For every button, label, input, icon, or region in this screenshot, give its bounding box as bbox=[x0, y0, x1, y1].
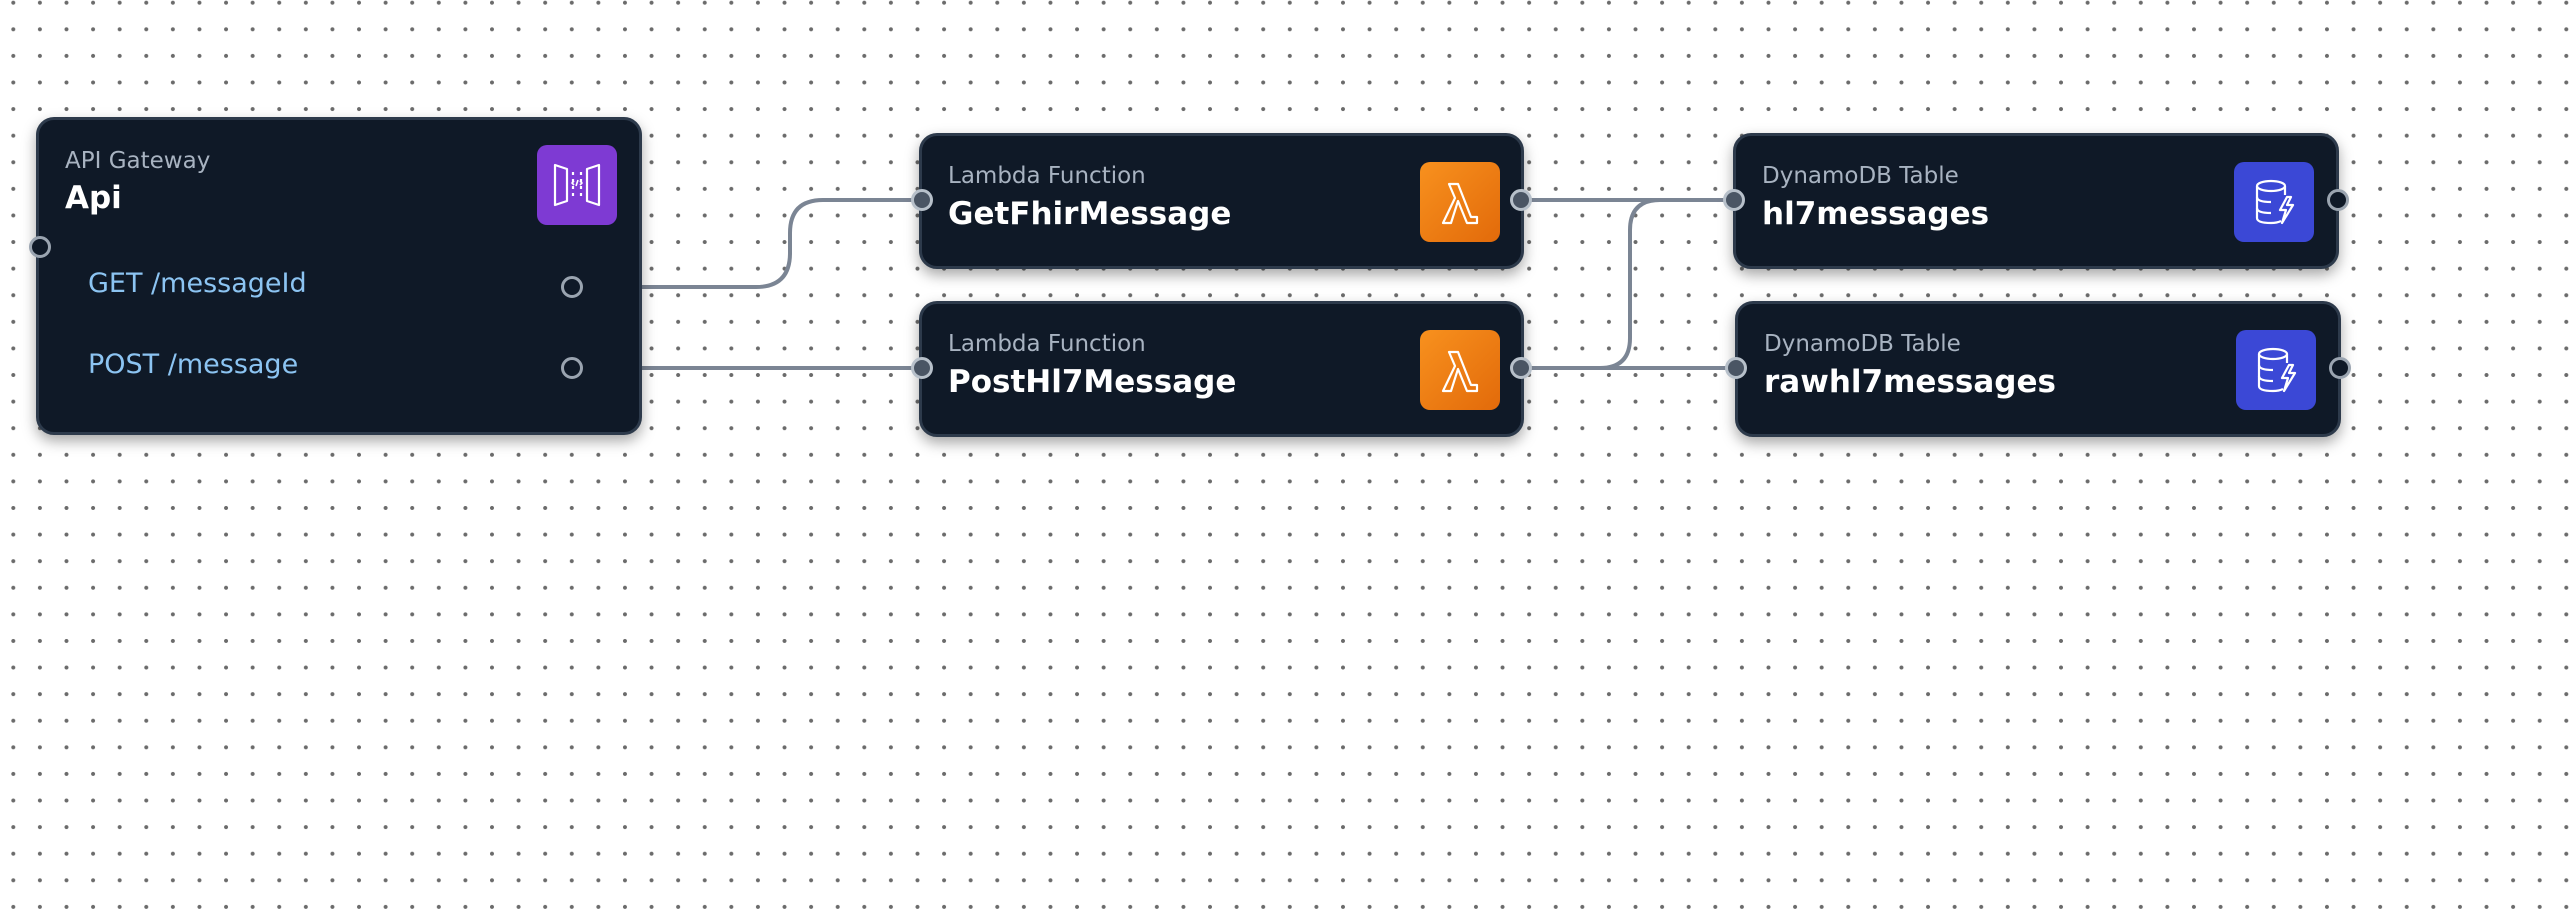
dynamodb-icon bbox=[2236, 330, 2316, 410]
dynamodb-node-rawhl7messages[interactable]: DynamoDB Table rawhl7messages bbox=[1735, 301, 2341, 437]
api-gateway-icon bbox=[537, 145, 617, 225]
route-get-output-port[interactable] bbox=[561, 276, 583, 298]
node-type-label: API Gateway bbox=[65, 148, 211, 174]
node-name: GetFhirMessage bbox=[948, 196, 1232, 232]
dynamodb-node-hl7messages[interactable]: DynamoDB Table hl7messages bbox=[1733, 133, 2339, 269]
node-name: hl7messages bbox=[1762, 196, 1990, 232]
route-get-messageid[interactable]: GET /messageId bbox=[88, 268, 307, 299]
node-name: Api bbox=[65, 180, 122, 216]
lambda-node-posthl7message[interactable]: Lambda Function PostHl7Message bbox=[919, 301, 1524, 437]
dynamodb-icon bbox=[2234, 162, 2314, 242]
lambda-icon bbox=[1420, 330, 1500, 410]
rawhl7messages-output-port[interactable] bbox=[2329, 357, 2351, 379]
route-post-output-port[interactable] bbox=[561, 357, 583, 379]
lambda-icon bbox=[1420, 162, 1500, 242]
hl7messages-output-port[interactable] bbox=[2327, 189, 2349, 211]
route-post-message[interactable]: POST /message bbox=[88, 349, 299, 380]
getfhir-output-port[interactable] bbox=[1510, 189, 1532, 211]
api-gateway-node[interactable]: API Gateway Api GET /messageId POST /mes… bbox=[36, 117, 642, 435]
api-input-port[interactable] bbox=[29, 236, 51, 258]
getfhir-input-port[interactable] bbox=[911, 189, 933, 211]
node-name: rawhl7messages bbox=[1764, 364, 2056, 400]
node-type-label: DynamoDB Table bbox=[1764, 331, 1961, 357]
posthl7-input-port[interactable] bbox=[911, 357, 933, 379]
posthl7-output-port[interactable] bbox=[1510, 357, 1532, 379]
wire-get-to-getfhir bbox=[573, 198, 922, 289]
node-name: PostHl7Message bbox=[948, 364, 1237, 400]
lambda-node-getfhirmessage[interactable]: Lambda Function GetFhirMessage bbox=[919, 133, 1524, 269]
node-type-label: Lambda Function bbox=[948, 331, 1146, 357]
wire-posthl7-to-hl7messages bbox=[1521, 198, 1734, 370]
rawhl7messages-input-port[interactable] bbox=[1725, 357, 1747, 379]
node-type-label: Lambda Function bbox=[948, 163, 1146, 189]
node-type-label: DynamoDB Table bbox=[1762, 163, 1959, 189]
hl7messages-input-port[interactable] bbox=[1723, 189, 1745, 211]
